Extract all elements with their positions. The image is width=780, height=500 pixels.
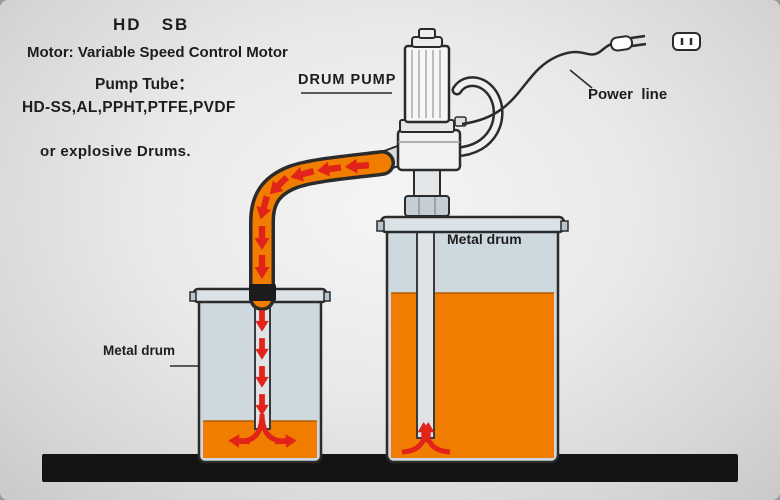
metal-drum-right-label: Metal drum xyxy=(447,231,522,247)
leader-lines xyxy=(170,69,593,367)
suction-tube xyxy=(416,227,435,439)
power-line-label: Power line xyxy=(588,86,668,103)
motor-label: Motor: Variable Speed Control Motor xyxy=(27,44,288,61)
power-socket-icon xyxy=(672,32,701,51)
power-cable xyxy=(461,32,701,126)
explosive-note-label: or explosive Drums. xyxy=(40,143,191,160)
pump-tube-title-label: Pump Tube： xyxy=(95,76,194,93)
liquid-large-drum xyxy=(391,293,554,458)
power-plug-icon xyxy=(610,34,647,52)
drum-pump xyxy=(370,28,504,217)
flow-arrows xyxy=(228,157,370,449)
intake-flow-arrows xyxy=(401,421,451,455)
drum-bung-fitting xyxy=(249,284,276,301)
pump-tube-materials-label: HD-SS,AL,PPHT,PTFE,PVDF xyxy=(22,99,236,116)
pump-handle xyxy=(450,76,504,158)
motor xyxy=(403,28,451,124)
drum-pump-label: DRUM PUMP xyxy=(298,72,397,88)
metal-drum-left-label: Metal drum xyxy=(103,343,176,358)
metal-drum-large xyxy=(376,215,569,464)
model-label: HD SB xyxy=(113,15,190,34)
